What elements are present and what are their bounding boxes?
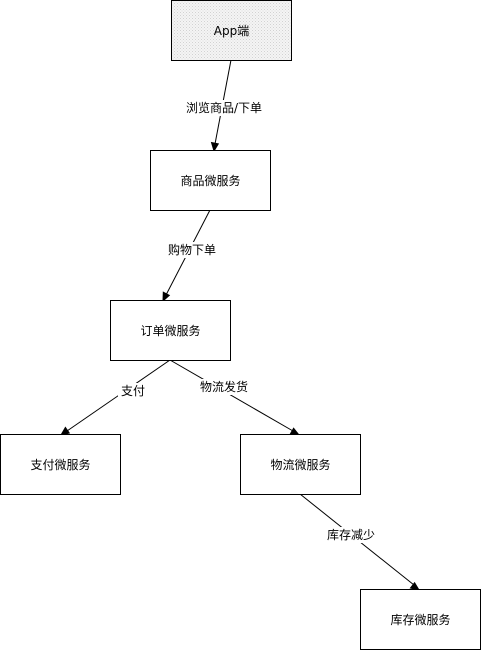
node-app-client[interactable]: App端: [171, 0, 292, 61]
edge-label-app-to-product: 浏览商品/下单: [184, 100, 264, 116]
node-product-service[interactable]: 商品微服务: [150, 150, 271, 211]
edge-label-text: 购物下单: [168, 242, 216, 257]
node-label: App端: [214, 24, 249, 38]
edge-label-order-to-logistics: 物流发货: [193, 379, 255, 395]
edge-label-logistics-to-inventory: 库存减少: [324, 527, 378, 543]
node-label: 支付微服务: [30, 457, 90, 472]
node-label: 库存微服务: [390, 612, 450, 627]
node-label: 订单微服务: [140, 323, 200, 338]
node-order-service[interactable]: 订单微服务: [110, 300, 231, 361]
edge-label-order-to-payment: 支付: [118, 383, 148, 399]
edge-label-text: 物流发货: [200, 379, 248, 394]
edge-label-text: 支付: [121, 384, 145, 398]
node-inventory-service[interactable]: 库存微服务: [360, 589, 481, 650]
edge-label-text: 库存减少: [327, 527, 375, 542]
node-payment-service[interactable]: 支付微服务: [0, 434, 121, 495]
edge-label-product-to-order: 购物下单: [166, 242, 218, 258]
edge-order-to-logistics: [169, 359, 301, 436]
node-label: 商品微服务: [180, 173, 240, 188]
node-label: 物流微服务: [270, 457, 330, 472]
node-logistics-service[interactable]: 物流微服务: [240, 434, 361, 495]
edge-label-text: 浏览商品/下单: [186, 100, 262, 115]
edge-order-to-payment: [59, 359, 171, 436]
